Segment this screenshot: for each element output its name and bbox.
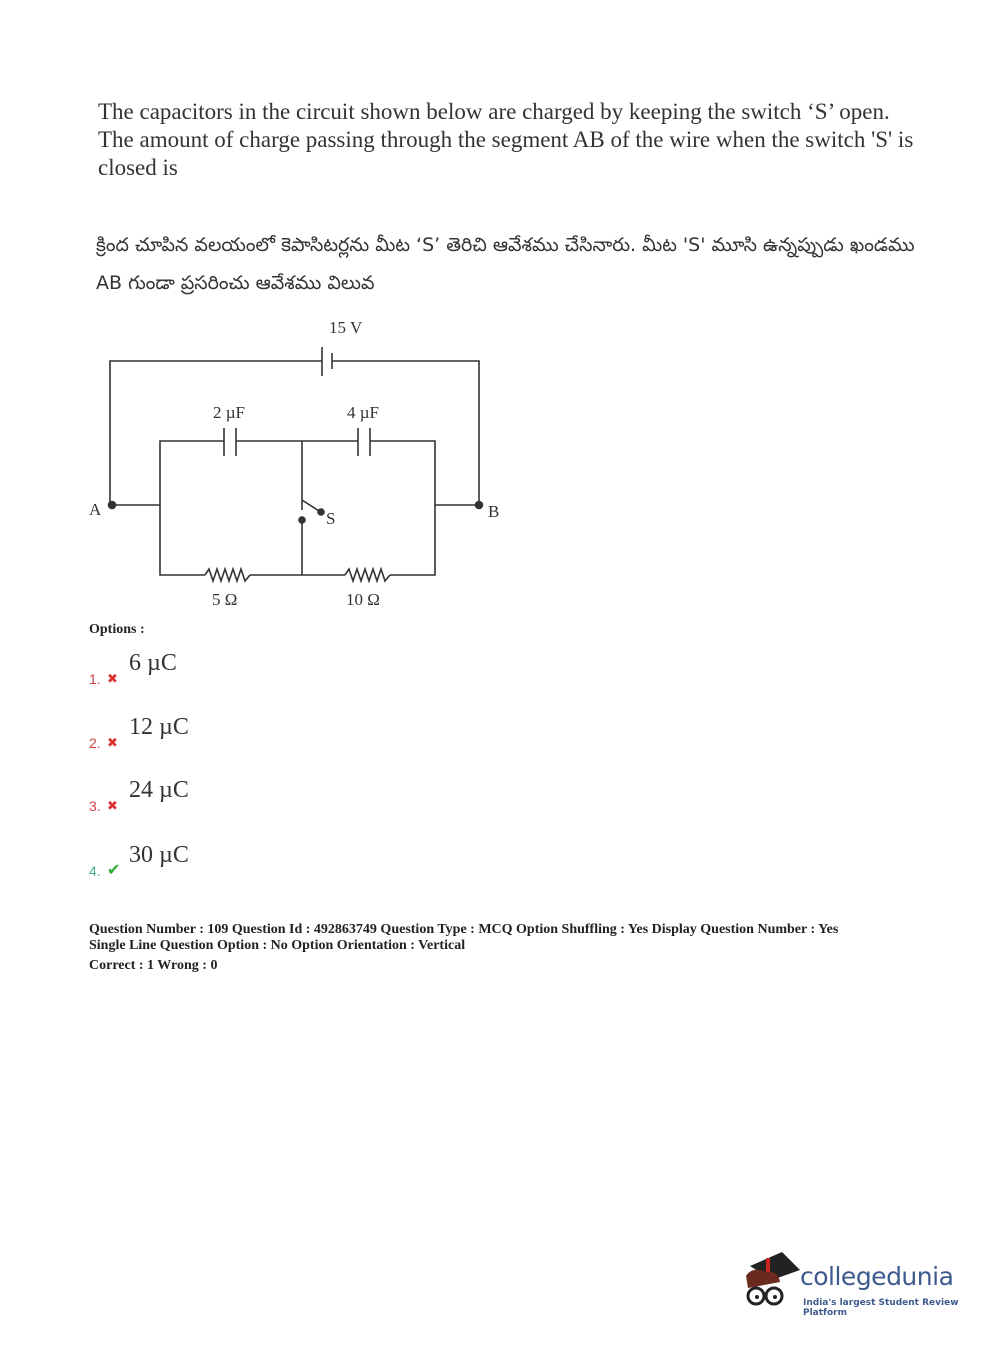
question-english: The capacitors in the circuit shown belo… <box>98 99 914 180</box>
collegedunia-mascot-logo <box>746 1252 800 1306</box>
battery-label: 15 V <box>329 318 363 337</box>
options-label: Options : <box>89 622 145 637</box>
c2-label: 4 µF <box>347 403 379 422</box>
terminal-a <box>107 500 117 510</box>
cross-icon: ✖ <box>107 736 118 751</box>
circuit-diagram: 15 V 2 µF 4 µF 5 Ω 10 Ω A B S <box>89 318 499 609</box>
cross-icon: ✖ <box>107 799 118 814</box>
cross-icon: ✖ <box>107 672 118 687</box>
r1-label: 5 Ω <box>212 590 237 609</box>
option-3[interactable]: 3.✖24 µC <box>89 777 189 814</box>
check-icon: ✔ <box>107 860 121 879</box>
switch-blade <box>301 499 320 512</box>
terminal-b <box>474 500 484 510</box>
wires <box>109 347 480 584</box>
option-1[interactable]: 1.✖6 µC <box>89 650 177 687</box>
r2-label: 10 Ω <box>346 590 380 609</box>
resistor-5ohm <box>204 566 251 584</box>
c1-label: 2 µF <box>213 403 245 422</box>
b-label: B <box>488 502 499 521</box>
switch-contact <box>317 508 325 516</box>
logo-tagline: India's largest Student Review Platform <box>803 1298 959 1318</box>
option-4[interactable]: 4.✔30 µC <box>89 842 189 879</box>
question-telugu: క్రింద చూపిన వలయంలో కెపాసిటర్లను మీట ‘S’… <box>96 234 915 294</box>
switch-contact <box>298 516 306 524</box>
logo-brand: collegedunia <box>800 1262 954 1291</box>
resistor-10ohm <box>344 566 391 584</box>
a-label: A <box>89 500 102 519</box>
s-label: S <box>326 509 335 528</box>
question-meta: Question Number : 109 Question Id : 4928… <box>89 922 839 973</box>
option-2[interactable]: 2.✖12 µC <box>89 714 189 751</box>
